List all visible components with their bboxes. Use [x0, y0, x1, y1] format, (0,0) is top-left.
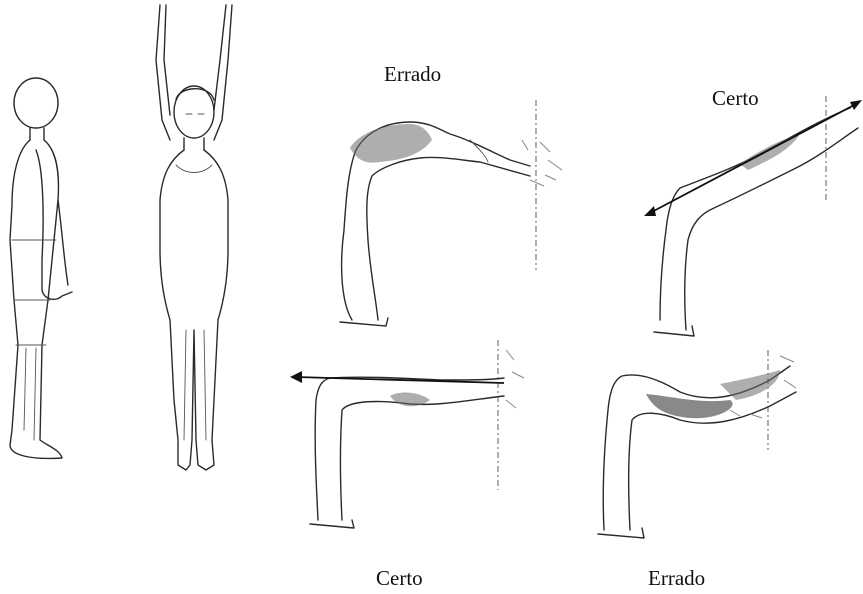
bottom-right-wrong-figure: [598, 350, 796, 538]
top-left-wrong-figure: [340, 100, 562, 326]
label-wrong-top: Errado: [384, 62, 441, 87]
label-correct-top: Certo: [712, 86, 759, 111]
bottom-left-correct-figure: [290, 340, 524, 528]
label-wrong-bottom: Errado: [648, 566, 705, 591]
front-arms-raised-figure: [156, 5, 232, 470]
top-right-correct-figure: [644, 96, 862, 336]
standing-side-figure: [10, 78, 72, 458]
label-correct-bottom: Certo: [376, 566, 423, 591]
